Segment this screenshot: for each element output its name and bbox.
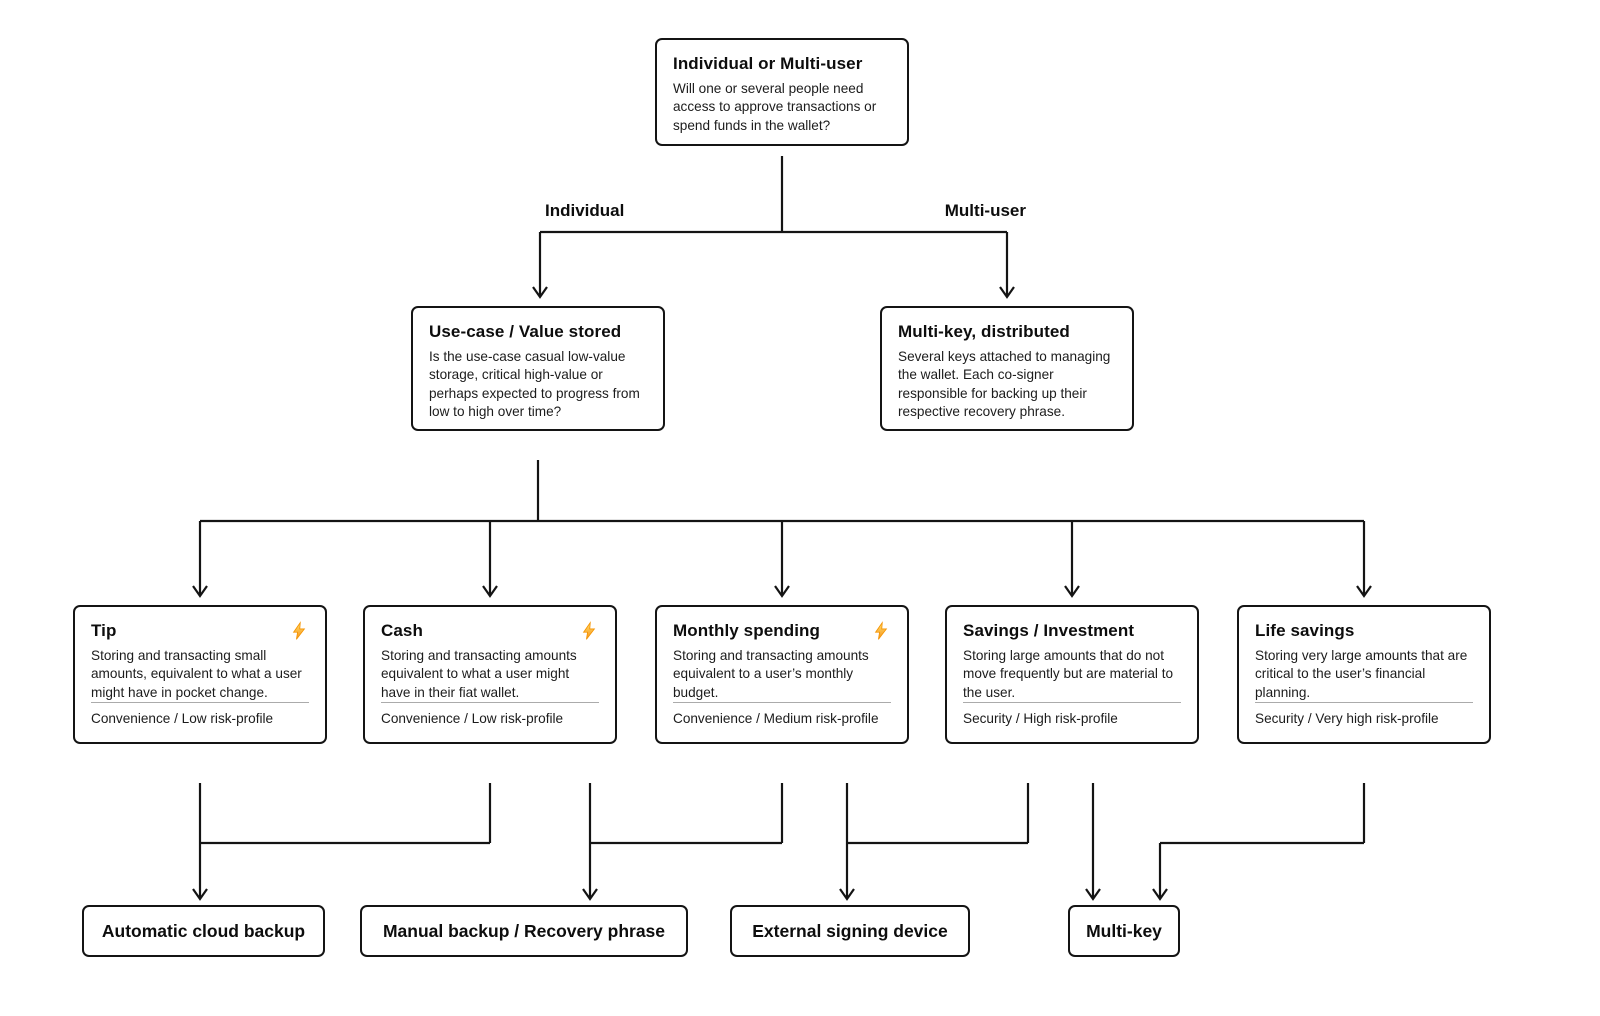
card-risk-profile: Convenience / Low risk-profile (381, 711, 564, 727)
lightning-bolt-icon (874, 621, 888, 640)
card-divider (1255, 702, 1473, 704)
backup-scheme-external-signing-device: External signing device (730, 905, 970, 957)
terminal-label: External signing device (752, 920, 948, 941)
terminal-label: Multi-key (1086, 920, 1162, 941)
edge-life-savings-elbow (1160, 783, 1366, 845)
card-description: Will one or several people need access t… (673, 81, 877, 133)
use-case-card-life-savings: Life savings Storing very large amounts … (1237, 605, 1491, 744)
card-description: Several keys attached to managing the wa… (898, 349, 1111, 419)
card-divider (381, 702, 599, 704)
card-title: Use-case / Value stored (429, 322, 622, 341)
decision-card-individual-or-multi-user: Individual or Multi-user Will one or sev… (655, 38, 909, 146)
use-case-card-savings-investment: Savings / Investment Storing large amoun… (945, 605, 1199, 744)
card-description: Storing large amounts that do not move f… (963, 648, 1174, 700)
lightning-bolt-icon (582, 621, 596, 640)
edge-fanout-arrow-tip (192, 521, 208, 598)
card-title: Individual or Multi-user (673, 54, 863, 73)
backup-scheme-automatic-cloud-backup: Automatic cloud backup (82, 905, 325, 957)
use-case-card-monthly-spending: Monthly spending Storing and transacting… (655, 605, 909, 744)
edge-savings-merge-external (847, 783, 1030, 845)
card-description: Storing very large amounts that are crit… (1255, 648, 1468, 700)
use-case-card-tip: Tip Storing and transacting small amount… (73, 605, 327, 744)
card-divider (91, 702, 309, 704)
card-description: Storing and transacting amounts equivale… (381, 648, 577, 700)
use-case-card-cash: Cash Storing and transacting amounts equ… (363, 605, 617, 744)
edge-fanout-arrow-life (1356, 521, 1372, 598)
edge-cash-merge-cloud (200, 783, 492, 845)
backup-scheme-multi-key: Multi-key (1068, 905, 1180, 957)
edge-fanout-arrow-savings (1064, 521, 1080, 598)
decision-card-use-case-value-stored: Use-case / Value stored Is the use-case … (411, 306, 665, 431)
edge-fanout-arrow-cash (482, 521, 498, 598)
branch-label-individual: Individual (545, 201, 625, 220)
lightning-bolt-icon (292, 621, 306, 640)
card-divider (963, 702, 1181, 704)
card-description: Storing and transacting amounts equivale… (673, 648, 869, 700)
decision-card-multi-key-distributed: Multi-key, distributed Several keys atta… (880, 306, 1134, 431)
edge-fanout-arrow-monthly (774, 521, 790, 598)
card-description: Storing and transacting small amounts, e… (91, 648, 302, 700)
edge-multiuser-arrow (999, 232, 1015, 299)
edge-external-device-arrow (839, 783, 855, 901)
branch-label-multi-user: Multi-user (944, 201, 1026, 220)
edge-monthly-merge-manual (590, 783, 784, 845)
edge-multikey-right-arrow (1152, 843, 1168, 901)
card-title: Multi-key, distributed (898, 322, 1070, 341)
card-title: Monthly spending (673, 621, 821, 640)
card-title: Life savings (1255, 621, 1355, 640)
card-risk-profile: Convenience / Low risk-profile (91, 711, 274, 727)
terminal-label: Manual backup / Recovery phrase (382, 920, 666, 941)
edge-manual-backup-arrow (582, 783, 598, 901)
card-risk-profile: Security / High risk-profile (963, 711, 1118, 727)
edge-individual-arrow (532, 232, 548, 299)
card-title: Tip (91, 621, 117, 640)
card-risk-profile: Convenience / Medium risk-profile (673, 711, 879, 727)
card-title: Savings / Investment (963, 621, 1135, 640)
card-description: Is the use-case casual low-value storage… (429, 349, 640, 419)
terminal-label: Automatic cloud backup (101, 920, 306, 941)
edge-cloud-backup-arrow (192, 783, 208, 901)
edge-multikey-left-arrow (1085, 783, 1101, 901)
card-divider (673, 702, 891, 704)
card-risk-profile: Security / Very high risk-profile (1255, 711, 1439, 727)
card-title: Cash (381, 621, 423, 640)
backup-scheme-manual-backup-recovery-phrase: Manual backup / Recovery phrase (360, 905, 688, 957)
